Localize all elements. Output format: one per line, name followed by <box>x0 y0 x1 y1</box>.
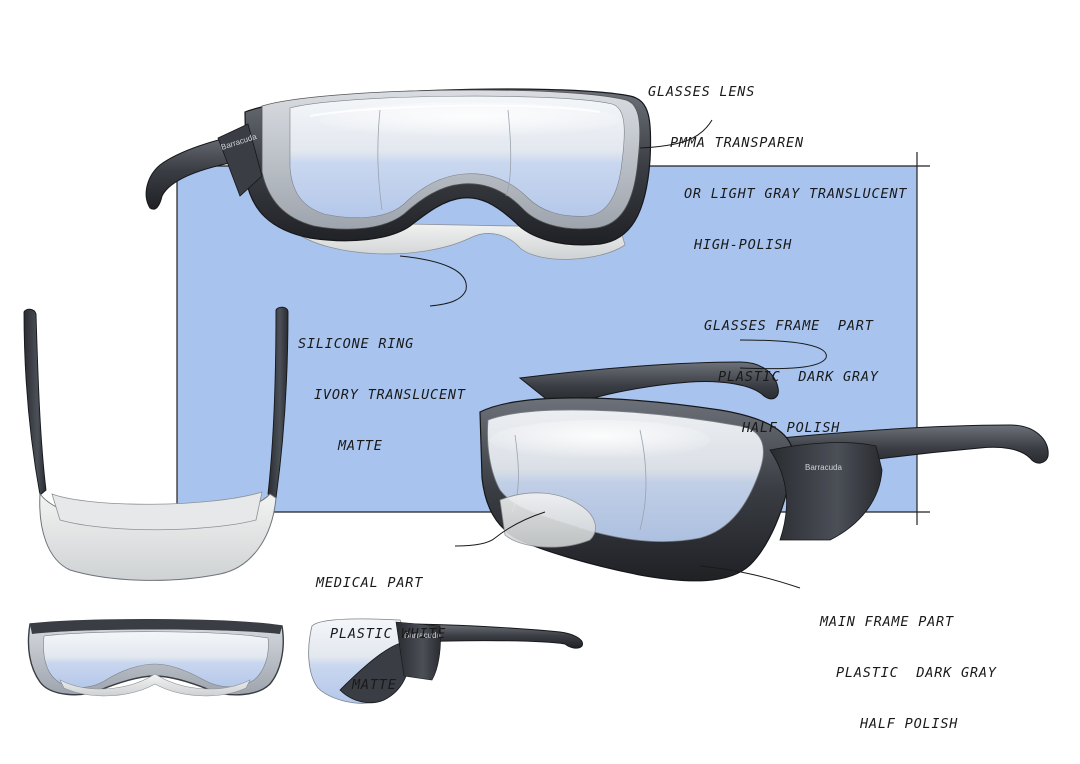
leader-main-frame <box>699 565 801 589</box>
callout-medical-line2: PLASTIC WHITE <box>330 626 447 642</box>
callout-medical-line3: MATTE <box>352 677 397 693</box>
goggles-side-view: Barracuda <box>308 618 583 704</box>
callout-lens-line2: PMMA TRANSPAREN <box>670 135 804 151</box>
callout-silicone-line1: SILICONE RING <box>298 336 415 352</box>
callout-silicone-line3: MATTE <box>338 438 383 454</box>
callout-medical: MEDICAL PART PLASTIC WHITE MATTE <box>316 541 446 711</box>
callout-silicone-line2: IVORY TRANSLUCENT <box>314 387 466 403</box>
callout-main-frame-line1: MAIN FRAME PART <box>820 614 954 630</box>
callout-leaders <box>399 119 827 589</box>
brand-logo-side: Barracuda <box>805 463 842 472</box>
leader-lens <box>639 119 713 149</box>
callout-lens-line4: HIGH-POLISH <box>694 237 793 253</box>
callout-main-frame-line2: PLASTIC DARK GRAY <box>836 665 997 681</box>
callout-main-frame-line3: HALF POLISH <box>860 716 959 732</box>
leader-medical <box>454 511 546 547</box>
callout-glasses-frame-line3: HALF POLISH <box>742 420 841 436</box>
goggles-perspective-view: Barracuda <box>479 361 1049 582</box>
callout-main-frame: MAIN FRAME PART PLASTIC DARK GRAY HALF P… <box>820 580 997 750</box>
callout-lens-line1: GLASSES LENS <box>648 84 756 100</box>
callout-lens-line3: OR LIGHT GRAY TRANSLUCENT <box>684 186 908 202</box>
brand-logo-small: Barracuda <box>404 631 441 640</box>
leader-silicone <box>399 255 467 307</box>
callout-glasses-frame: GLASSES FRAME PART PLASTIC DARK GRAY HAL… <box>704 284 879 454</box>
callout-glasses-frame-line2: PLASTIC DARK GRAY <box>718 369 879 385</box>
goggles-front-view <box>27 619 284 697</box>
callout-medical-line1: MEDICAL PART <box>316 575 424 591</box>
goggles-top-view: Barracuda <box>145 88 652 260</box>
callout-lens: GLASSES LENS PMMA TRANSPAREN OR LIGHT GR… <box>648 50 907 271</box>
callout-glasses-frame-line1: GLASSES FRAME PART <box>704 318 874 334</box>
callout-silicone: SILICONE RING IVORY TRANSLUCENT MATTE <box>298 302 466 472</box>
leader-glasses-frame <box>739 339 827 370</box>
frame-top-down-view <box>23 306 289 581</box>
